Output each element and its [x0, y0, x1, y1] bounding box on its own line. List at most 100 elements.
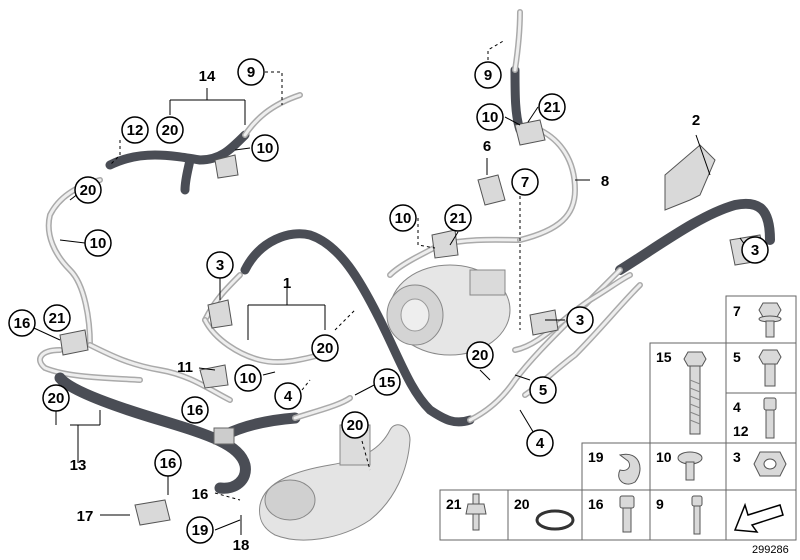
pipe-14-top	[242, 92, 303, 138]
callouts: 14 1 13 17 18 11 6 8 2 16 9 12 20 10 20 …	[8, 58, 769, 554]
grid-label-9: 9	[656, 496, 664, 512]
pipe-item1-a-inner	[203, 318, 322, 364]
callout-18: 18	[233, 537, 250, 554]
callout-10-d: 10	[476, 103, 504, 131]
callout-14: 14	[199, 68, 216, 85]
part-16-socket-bolt	[619, 495, 635, 533]
svg-text:16: 16	[14, 315, 31, 332]
pipe-upper-left-inner	[47, 178, 102, 347]
callout-2: 2	[692, 112, 700, 129]
svg-text:20: 20	[472, 347, 489, 364]
grid-label-5: 5	[733, 349, 741, 365]
bracket-3-left	[207, 299, 233, 329]
callout-16-a: 16	[8, 309, 36, 337]
hose-16	[219, 412, 301, 441]
callout-15: 15	[373, 368, 401, 396]
bracket-16-clip	[134, 499, 171, 526]
svg-text:10: 10	[395, 210, 412, 227]
callout-6: 6	[483, 138, 491, 155]
cell-5	[725, 342, 797, 394]
svg-text:10: 10	[90, 235, 107, 252]
callout-19: 19	[186, 516, 214, 544]
parts-grid: 7 15 5 4 12 19 10 3 21 20 16 9	[439, 295, 797, 556]
callout-20-f: 20	[466, 341, 494, 369]
svg-text:3: 3	[576, 312, 584, 329]
callout-16-b-plain: 16	[192, 486, 209, 503]
bracket-14	[214, 154, 239, 179]
callout-17: 17	[77, 508, 94, 525]
part-3-nut	[753, 451, 787, 477]
pipe-lower-left-b-inner	[38, 348, 142, 382]
svg-text:3: 3	[751, 242, 759, 259]
cell-16	[581, 489, 651, 541]
grid-label-21: 21	[446, 496, 462, 512]
svg-text:16: 16	[187, 402, 204, 419]
svg-text:15: 15	[379, 374, 396, 391]
svg-text:21: 21	[49, 310, 66, 327]
callout-3-b: 3	[566, 306, 594, 334]
svg-text:16: 16	[160, 455, 177, 472]
callout-10-e: 10	[389, 204, 417, 232]
svg-text:20: 20	[347, 417, 364, 434]
callout-3-c: 3	[741, 236, 769, 264]
svg-text:21: 21	[450, 210, 467, 227]
pipe-right-c-inner	[513, 273, 632, 352]
pipe-main-return-inner	[203, 273, 242, 322]
callout-3-a: 3	[206, 251, 234, 279]
pipe-9-top-inner	[513, 10, 522, 72]
grid-label-7: 7	[733, 303, 741, 319]
reference-number: 299286	[752, 544, 789, 556]
svg-text:9: 9	[247, 64, 255, 81]
grid-label-16: 16	[588, 496, 604, 512]
grid-label-10: 10	[656, 449, 672, 465]
svg-text:10: 10	[482, 109, 499, 126]
power-steering-pump	[386, 264, 511, 356]
callout-16-c: 16	[154, 449, 182, 477]
part-10-screw	[677, 451, 703, 481]
hose-14-drop	[180, 155, 195, 195]
callout-1: 1	[283, 275, 291, 292]
bracket-21-mid	[431, 229, 459, 259]
callout-9-left: 9	[237, 58, 265, 86]
callout-21-b: 21	[538, 93, 566, 121]
svg-text:9: 9	[484, 67, 492, 84]
callout-5: 5	[529, 376, 557, 404]
hose-main	[240, 229, 475, 427]
cell-4-12	[725, 392, 797, 444]
pipe-14-top-inner	[243, 93, 302, 137]
callout-8: 8	[601, 173, 609, 190]
bracket-2	[664, 144, 716, 211]
grid-label-12: 12	[733, 423, 749, 439]
svg-text:5: 5	[539, 382, 547, 399]
hose-right	[615, 198, 775, 275]
pipe-8-inner	[518, 128, 577, 242]
svg-text:4: 4	[536, 435, 545, 452]
svg-text:10: 10	[257, 140, 274, 157]
bracket-11	[199, 364, 229, 389]
svg-text:20: 20	[48, 390, 65, 407]
part-7-flange-bolt	[758, 302, 782, 338]
callout-12: 12	[121, 116, 149, 144]
part-19-clip	[618, 453, 641, 485]
svg-text:12: 12	[127, 122, 144, 139]
callout-9-right: 9	[474, 61, 502, 89]
svg-text:7: 7	[521, 174, 529, 191]
part-15-bolt	[683, 351, 707, 435]
bracket-21-top	[514, 119, 546, 146]
hose-9-top	[510, 65, 525, 135]
callout-4-b: 4	[526, 429, 554, 457]
steering-gear	[259, 424, 411, 541]
svg-text:20: 20	[162, 122, 179, 139]
callout-13: 13	[70, 457, 87, 474]
callout-16-b: 16	[181, 396, 209, 424]
hose-14	[105, 130, 250, 170]
callout-21-c: 21	[444, 204, 472, 232]
bracket-6	[477, 174, 506, 206]
pipe-15-inner	[293, 396, 352, 420]
grid-label-20: 20	[514, 496, 530, 512]
callout-20-b: 20	[74, 176, 102, 204]
callout-20-a: 20	[156, 116, 184, 144]
hose-13	[54, 372, 251, 494]
arrow-icon	[733, 502, 784, 533]
bracket-21-left	[59, 329, 89, 356]
